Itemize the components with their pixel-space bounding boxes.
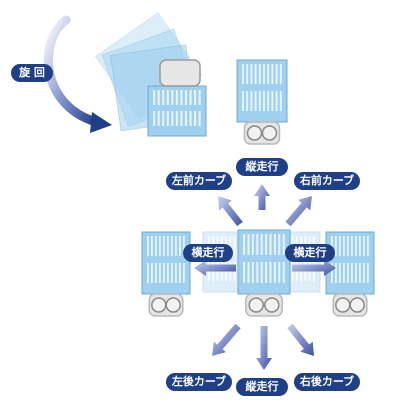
lateral-left-label: 横走行: [183, 244, 233, 262]
arrow-left-front-icon: [218, 196, 243, 227]
left-rear-curve-label: 左後カーブ: [166, 373, 232, 391]
machine-lateral-left: [141, 231, 191, 317]
rotate-label: 旋 回: [11, 64, 53, 82]
arrow-lateral-right-icon: [292, 260, 336, 276]
forward-label: 縦走行: [236, 158, 288, 176]
lateral-right-label: 横走行: [285, 244, 335, 262]
arrow-right-front-icon: [285, 196, 312, 227]
rotation-arrow-icon: [43, 15, 112, 133]
backward-label: 縦走行: [236, 378, 288, 396]
machine-lateral-right-undercarriage: [332, 293, 368, 317]
right-front-curve-label: 右前カーブ: [294, 172, 360, 190]
arrow-forward-icon: [254, 184, 270, 210]
machine-rotating-panel: [147, 85, 207, 137]
machine-lateral-right: [325, 231, 375, 317]
machine-center: [237, 229, 291, 317]
machine-rotating: [147, 59, 207, 137]
machine-forward: [236, 59, 288, 145]
machine-center-undercarriage: [245, 293, 283, 317]
arrow-backward-icon: [256, 326, 272, 370]
machine-lateral-left-undercarriage: [148, 293, 184, 317]
arrow-lateral-left-icon: [194, 260, 236, 276]
machine-forward-undercarriage: [243, 121, 281, 145]
arrow-right-rear-icon: [287, 323, 314, 356]
right-rear-curve-label: 右後カーブ: [294, 373, 360, 391]
arrow-left-rear-icon: [212, 323, 241, 356]
rotating-undercarriage: [159, 59, 201, 87]
left-front-curve-label: 左前カーブ: [166, 172, 232, 190]
